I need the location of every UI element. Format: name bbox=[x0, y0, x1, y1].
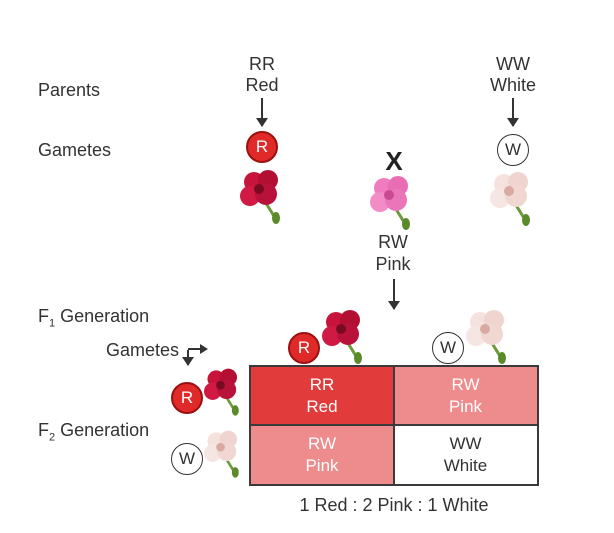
ratio-text: 1 Red : 2 Pink : 1 White bbox=[299, 495, 489, 515]
parent-right-genotype: WW bbox=[496, 54, 530, 74]
gametes-arrow-right bbox=[188, 348, 202, 350]
f1-label-suffix: Generation bbox=[55, 306, 150, 326]
red-flower-icon bbox=[240, 170, 280, 224]
arrow-parent-left bbox=[256, 98, 268, 127]
gametes-arrow-right-head bbox=[200, 344, 208, 354]
cell-phenotype: Pink bbox=[305, 455, 339, 475]
f1-genotype: RW bbox=[378, 232, 408, 252]
gamete-left: R bbox=[246, 131, 278, 163]
red-flower-icon bbox=[322, 310, 362, 364]
parent-left-phenotype: Red bbox=[245, 75, 279, 95]
row-gamete-w: W bbox=[171, 443, 203, 475]
f2-label-suffix: Generation bbox=[55, 420, 150, 440]
cell-genotype: WW bbox=[449, 433, 482, 453]
parents-label: Parents bbox=[38, 80, 101, 100]
cross-symbol: X bbox=[385, 146, 403, 176]
cell-genotype: RW bbox=[451, 374, 480, 394]
f1-offspring-label: RW Pink bbox=[368, 231, 418, 275]
pink-flower-icon bbox=[370, 176, 410, 230]
cell-genotype: RR bbox=[309, 374, 335, 394]
grid-right bbox=[537, 365, 539, 486]
f2-label-sub: 2 bbox=[49, 431, 56, 444]
f1-generation-label: F1 Generation bbox=[38, 306, 149, 330]
f2-label-prefix: F bbox=[38, 420, 49, 440]
cell-phenotype: Pink bbox=[448, 396, 483, 416]
punnett-gametes-label: Gametes bbox=[106, 340, 180, 360]
f1-label-sub: 1 bbox=[49, 317, 56, 330]
parent-left-label: RR Red bbox=[232, 54, 292, 96]
parent-right-label: WW White bbox=[482, 54, 544, 96]
f1-label-prefix: F bbox=[38, 306, 49, 326]
parent-left-genotype: RR bbox=[249, 54, 275, 74]
column-gamete-r: R bbox=[288, 332, 320, 364]
parent-right-phenotype: White bbox=[489, 75, 536, 95]
punnett-cell-rr: RR Red bbox=[250, 366, 394, 425]
f2-generation-label: F2 Generation bbox=[38, 420, 149, 444]
red-flower-icon bbox=[204, 368, 239, 416]
f1-phenotype: Pink bbox=[375, 254, 411, 274]
grid-left bbox=[249, 365, 251, 486]
arrow-parent-right bbox=[507, 98, 519, 127]
punnett-cell-ww: WW White bbox=[394, 425, 537, 484]
white-flower-icon bbox=[490, 172, 530, 226]
white-flower-icon bbox=[204, 430, 239, 478]
row-gamete-r: R bbox=[171, 382, 203, 414]
white-flower-icon bbox=[466, 310, 506, 364]
gamete-right: W bbox=[497, 134, 529, 166]
gametes-label: Gametes bbox=[38, 140, 112, 160]
cell-genotype: RW bbox=[307, 433, 336, 453]
cell-phenotype: White bbox=[443, 455, 488, 475]
cell-phenotype: Red bbox=[306, 396, 338, 416]
punnett-cell-rw-top: RW Pink bbox=[394, 366, 537, 425]
grid-center bbox=[393, 365, 395, 486]
arrow-f1 bbox=[388, 279, 400, 310]
column-gamete-w: W bbox=[432, 332, 464, 364]
punnett-cell-rw-bottom: RW Pink bbox=[250, 425, 394, 484]
gametes-arrow-down bbox=[182, 350, 194, 366]
